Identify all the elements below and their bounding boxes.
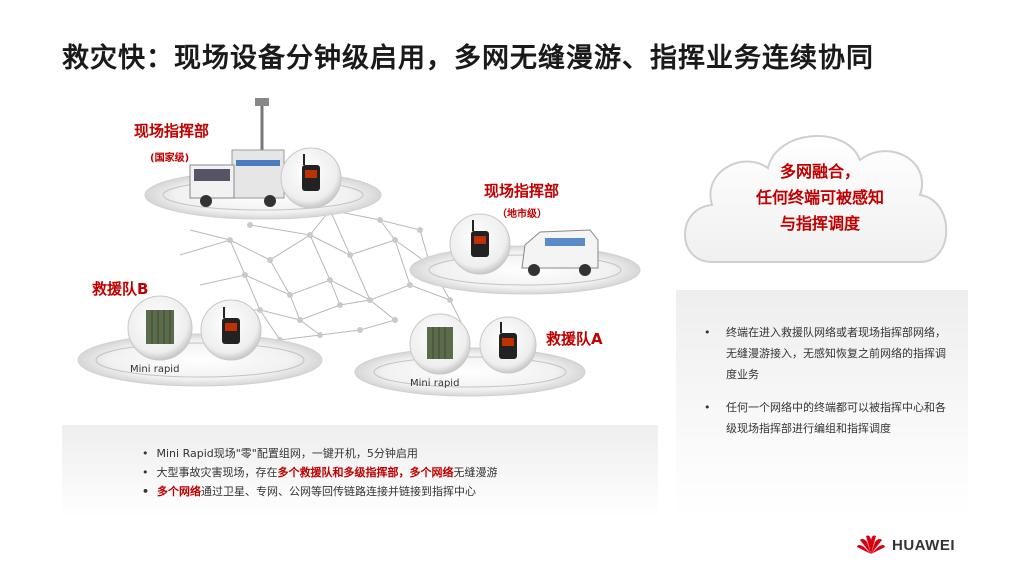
terminal-device-b (222, 307, 240, 344)
bottom-bullet-2: •大型事故灾害现场，存在多个救援队和多级指挥部，多个网络无缝漫游 (142, 466, 498, 479)
bottom-bullet-list: •Mini Rapid现场"零"配置组网，一键开机，5分钟启用 •大型事故灾害现… (142, 444, 498, 501)
right-description-panel (676, 290, 968, 518)
team-a-device-label: Mini rapid (410, 378, 460, 389)
cloud-line-2: 任何终端可被感知 (755, 188, 884, 207)
platform-team-a (354, 347, 586, 397)
right-bullet-1: •终端在进入救援队网络或者现场指挥部网络，无缝漫游接入，无感知恢复之前网络的指挥… (704, 326, 946, 381)
hq-city-title: 现场指挥部 (484, 182, 560, 200)
huawei-logo: HUAWEI (856, 534, 955, 556)
terminal-device-national (302, 154, 320, 191)
bottom-bullet-1-text: Mini Rapid现场"零"配置组网，一键开机，5分钟启用 (156, 447, 418, 460)
page-title: 救灾快：现场设备分钟级启用，多网无缝漫游、指挥业务连续协同 (62, 43, 874, 74)
cloud-line-3: 与指挥调度 (779, 214, 860, 233)
right-bullet-1-text: 终端在进入救援队网络或者现场指挥部网络，无缝漫游接入，无感知恢复之前网络的指挥调… (726, 326, 946, 381)
huawei-logo-text: HUAWEI (892, 536, 955, 554)
right-bullet-list: •终端在进入救援队网络或者现场指挥部网络，无缝漫游接入，无感知恢复之前网络的指挥… (704, 322, 954, 451)
command-van (521, 229, 599, 276)
hq-city-level: （地市级） (497, 209, 547, 220)
cloud-shape (684, 135, 948, 263)
bottom-summary-panel (62, 425, 658, 517)
hq-national-level: (国家级) (150, 153, 190, 164)
mini-rapid-device-a (427, 327, 453, 359)
huawei-flower-icon (857, 535, 885, 554)
team-a-label: 救援队A (546, 330, 603, 348)
mini-rapid-device-b (146, 310, 174, 344)
bottom-bullet-2-highlight: 多个救援队和多级指挥部，多个网络 (277, 466, 454, 479)
cloud-line-1: 多网融合， (779, 162, 860, 181)
bottom-bullet-2-pre: 大型事故灾害现场，存在 (156, 466, 278, 479)
bottom-bullet-3-highlight: 多个网络 (157, 485, 202, 498)
bottom-bullet-3: •多个网络通过卫星、专网、公网等回传链路连接并链接到指挥中心 (142, 485, 477, 498)
bottom-bullet-1: •Mini Rapid现场"零"配置组网，一键开机，5分钟启用 (142, 447, 418, 460)
platform-team-b (77, 333, 323, 387)
command-truck (189, 98, 285, 207)
hq-national-title: 现场指挥部 (134, 122, 210, 140)
terminal-device-city (471, 220, 489, 257)
right-bullet-2-text: 任何一个网络中的终端都可以被指挥中心和各级现场指挥部进行编组和指挥调度 (726, 401, 946, 435)
terminal-device-a (499, 322, 517, 359)
bottom-bullet-3-post: 通过卫星、专网、公网等回传链路连接并链接到指挥中心 (201, 485, 477, 498)
cloud-caption: 多网融合， 任何终端可被感知 与指挥调度 (740, 159, 900, 237)
team-b-label: 救援队B (92, 280, 149, 298)
right-bullet-2: •任何一个网络中的终端都可以被指挥中心和各级现场指挥部进行编组和指挥调度 (704, 401, 946, 435)
team-b-device-label: Mini rapid (130, 364, 180, 375)
bottom-bullet-2-post: 无缝漫游 (453, 466, 498, 479)
